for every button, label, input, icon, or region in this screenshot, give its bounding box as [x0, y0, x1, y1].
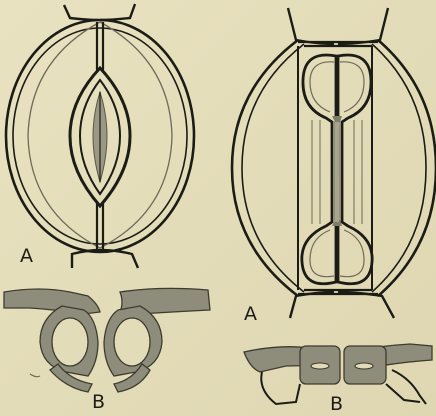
guard-cell-right-inner-bottom: [340, 230, 364, 277]
central-wall-bottom: [97, 202, 103, 250]
guard-cell-right-contour: [100, 22, 172, 248]
guard-cell-right-lumen: [114, 318, 150, 366]
guard-cell-left-dumbbell: [302, 55, 336, 284]
label-a-left: A: [20, 245, 33, 267]
subsidiary-cell-right-inner: [372, 44, 426, 292]
adjacent-wall-top-left: [64, 5, 98, 20]
guard-cell-left-inner-bottom: [310, 230, 334, 277]
guard-cell-right-inner-top: [340, 62, 364, 112]
lower-cell-right: [392, 370, 426, 404]
central-pore-channel: [335, 122, 339, 222]
stoma-surface-view-closed: [6, 4, 194, 268]
guard-cell-right-dumbbell: [338, 55, 372, 284]
epidermis-upper-left: [4, 289, 100, 314]
guard-cell-left-contour: [28, 22, 100, 248]
guard-cell-left-lumen: [311, 363, 329, 369]
guard-cell-right-lumen: [355, 363, 373, 369]
adjacent-wall-top-right: [338, 8, 388, 44]
subsidiary-cell-left-inner: [242, 44, 304, 292]
adjacent-wall-bottom-right: [338, 292, 394, 318]
small-mark: [30, 374, 40, 377]
subsidiary-cell-right-outer: [378, 40, 436, 296]
guard-cell-left-inner-top: [310, 62, 334, 112]
label-b-right: B: [330, 393, 343, 415]
central-wall-top: [97, 22, 103, 72]
stoma-surface-view-dumbbell: [232, 8, 436, 318]
label-b-left: B: [92, 391, 105, 413]
adjacent-wall-top-right: [100, 4, 135, 20]
label-a-right: A: [244, 303, 257, 325]
lower-cell-left: [261, 372, 300, 404]
guard-cell-left-lumen: [52, 318, 88, 366]
stoma-cross-section-left: [4, 288, 210, 392]
adjacent-wall-top-left: [288, 8, 334, 44]
